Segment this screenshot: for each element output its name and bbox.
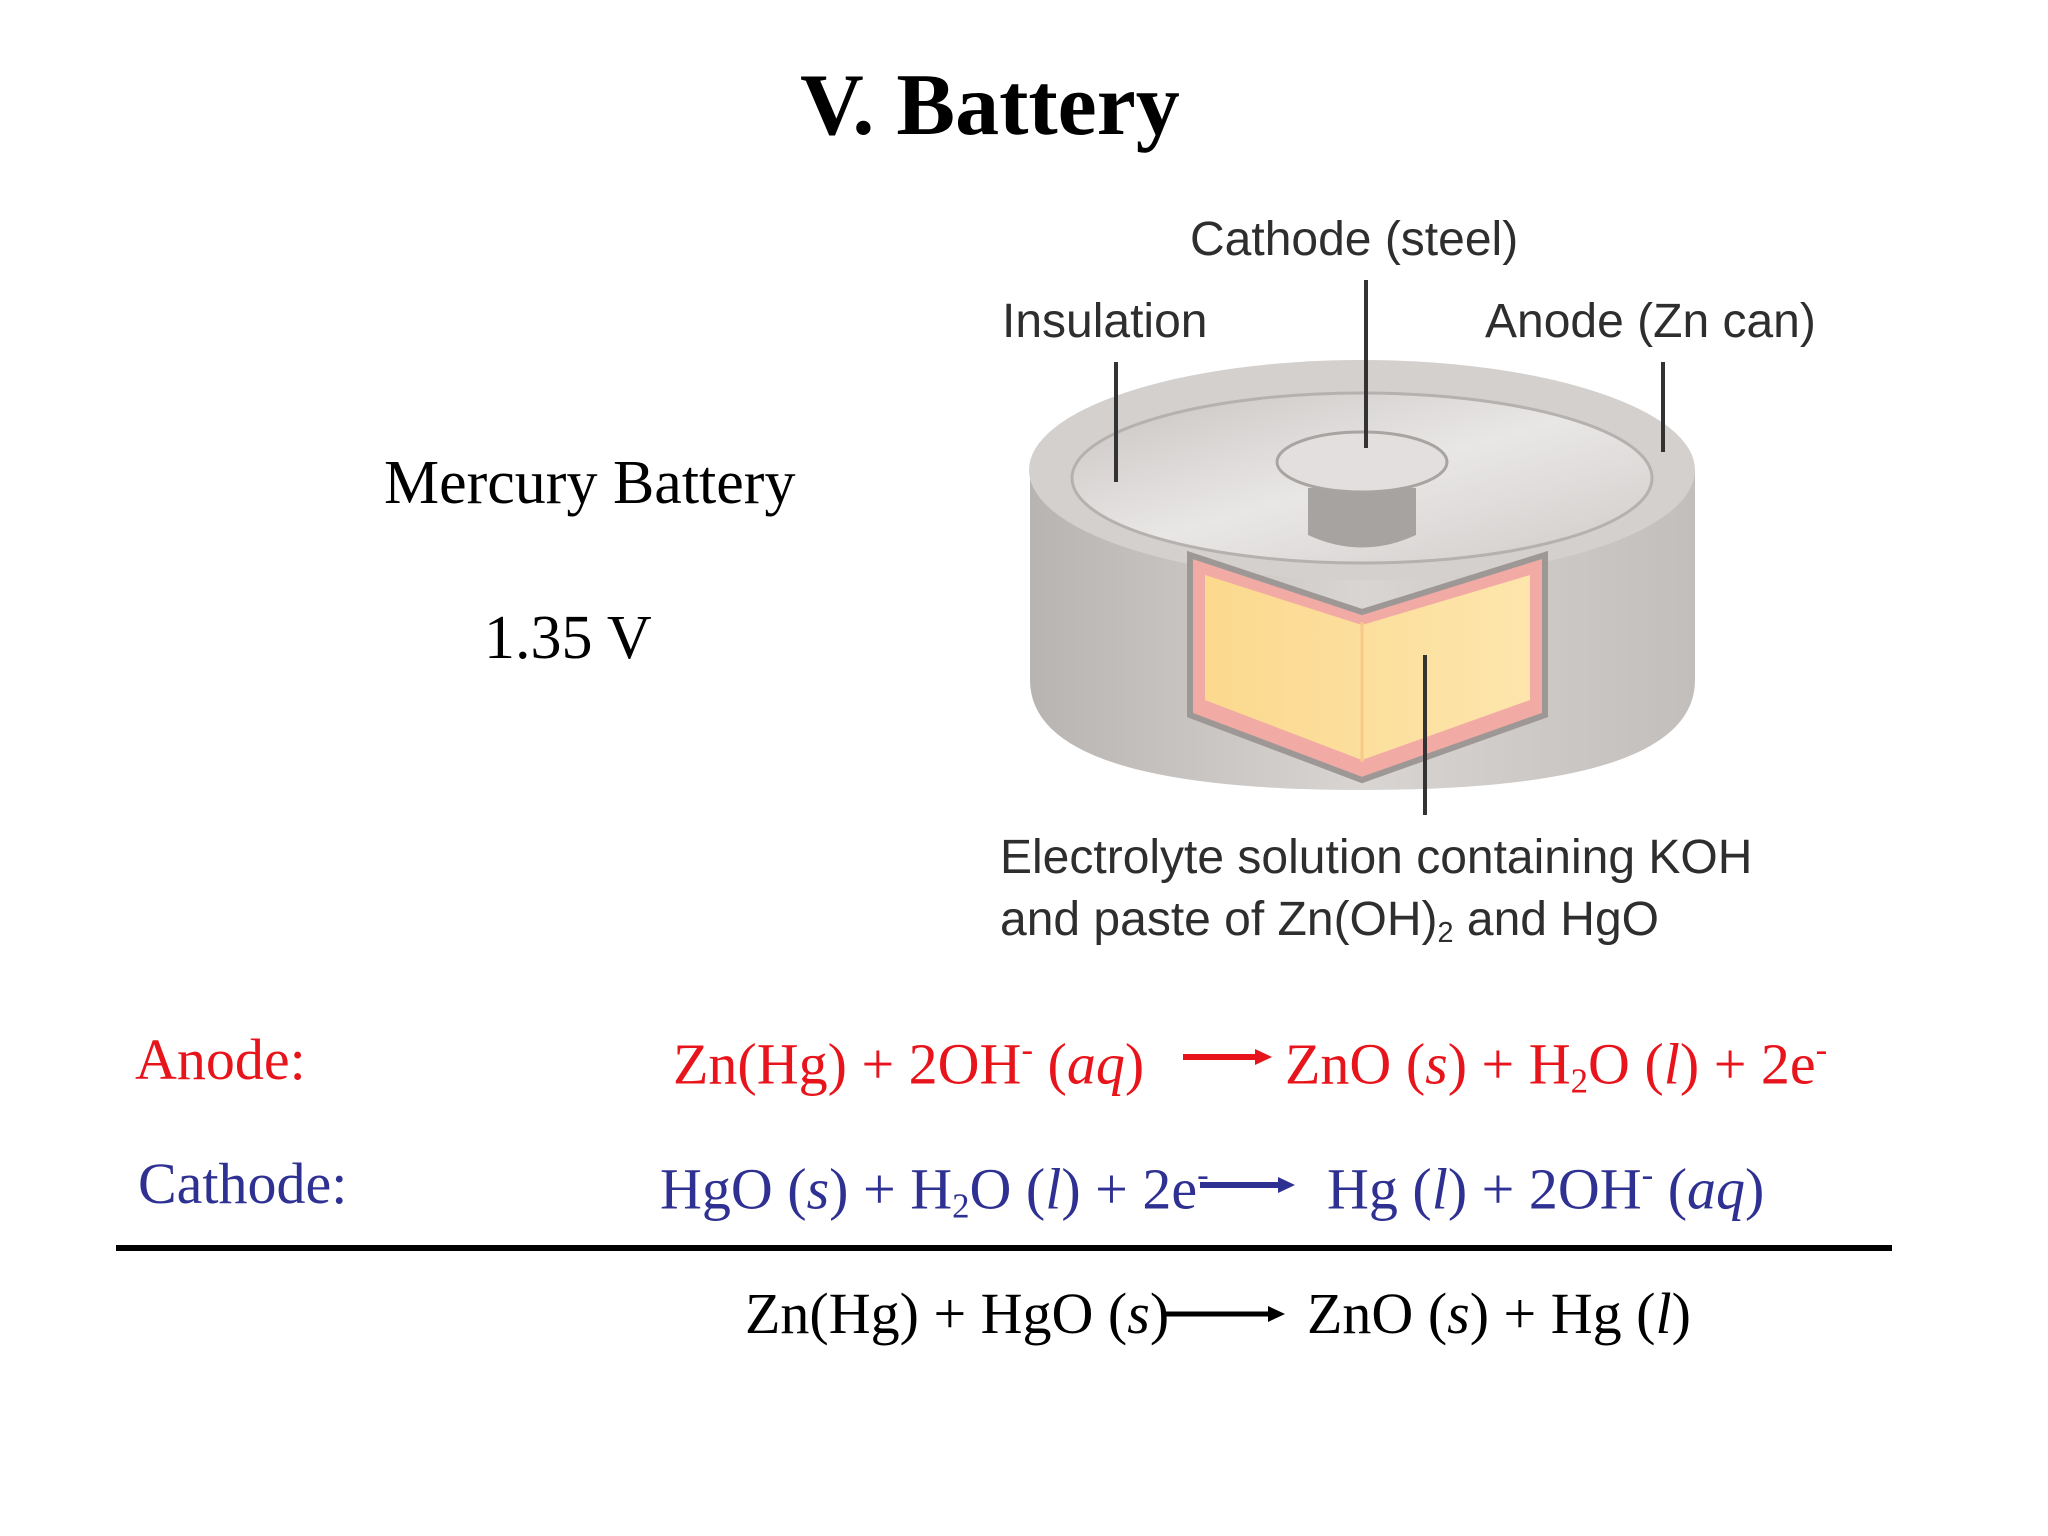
arrow-overall <box>1165 1306 1285 1322</box>
battery-voltage: 1.35 V <box>484 604 652 672</box>
cathode-products: Hg (l) + 2OH- (aq) <box>1327 1155 1765 1222</box>
overall-products: ZnO (s) + Hg (l) <box>1307 1281 1691 1346</box>
cutaway-paste <box>1205 575 1530 760</box>
arrow-anode <box>1183 1049 1272 1065</box>
cathode-cap <box>1275 430 1449 494</box>
label-anode-zn-can: Anode (Zn can) <box>1485 295 1816 348</box>
label-cathode-steel: Cathode (steel) <box>1190 213 1519 266</box>
arrow-cathode <box>1200 1177 1295 1193</box>
battery-name: Mercury Battery <box>384 449 796 517</box>
overall-reactants: Zn(Hg) + HgO (s) <box>745 1281 1170 1346</box>
label-electrolyte-line2: and paste of Zn(OH)2 and HgO <box>1000 893 1659 950</box>
page-title: V. Battery <box>800 57 1180 154</box>
anode-products: ZnO (s) + H2O (l) + 2e- <box>1285 1030 1828 1101</box>
label-electrolyte-line1: Electrolyte solution containing KOH <box>1000 831 1753 884</box>
cathode-label: Cathode: <box>138 1151 348 1216</box>
label-insulation: Insulation <box>1002 295 1208 348</box>
anode-label: Anode: <box>135 1027 306 1092</box>
anode-reactants: Zn(Hg) + 2OH- (aq) <box>673 1030 1145 1097</box>
cathode-cap-stem <box>1308 488 1416 548</box>
cathode-reactants: HgO (s) + H2O (l) + 2e- <box>660 1155 1209 1226</box>
